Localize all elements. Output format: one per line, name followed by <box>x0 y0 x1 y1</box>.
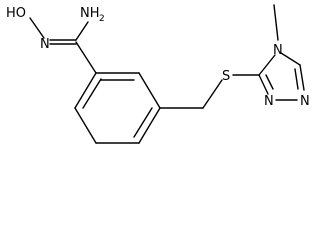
triazole-c3-n4 <box>258 54 276 76</box>
triazole-c5-n1-inner <box>294 68 299 90</box>
benzene-bond-2 <box>138 72 161 109</box>
amide-nitrogen-subscript: 2 <box>99 14 105 24</box>
structure-drawing: HO N NH 2 S N N N <box>6 4 310 144</box>
triazole-c5-n1-outer <box>299 64 305 91</box>
benzene-inner-double-2 <box>133 107 153 138</box>
triazole-n4-c5 <box>280 52 301 66</box>
benzene-bond-5 <box>74 107 97 144</box>
triazole-n4-label: N <box>273 43 283 58</box>
bond-c-ring <box>75 41 97 74</box>
triazole-n2-c3-inner <box>265 74 274 90</box>
bond-n4-methyl <box>273 4 279 41</box>
sulfur-label: S <box>222 69 230 84</box>
benzene-bond-6 <box>74 72 97 109</box>
amide-nitrogen-label: NH <box>80 6 100 21</box>
triazole-n1-label: N <box>300 94 310 109</box>
bond-c-nh2 <box>75 21 89 41</box>
triazole-n2-c3-outer <box>258 74 269 95</box>
oxime-nitrogen-label: N <box>40 37 50 52</box>
benzene-bond-3 <box>138 107 161 144</box>
triazole-n2-label: N <box>264 94 274 109</box>
bond-ch2-s <box>202 79 223 109</box>
bond-ho-n <box>29 17 45 39</box>
benzene-inner-double-3 <box>82 78 102 109</box>
hydroxy-oxygen-label: HO <box>6 6 26 21</box>
chemical-structure-figure: HO N NH 2 S N N N <box>6 4 310 144</box>
